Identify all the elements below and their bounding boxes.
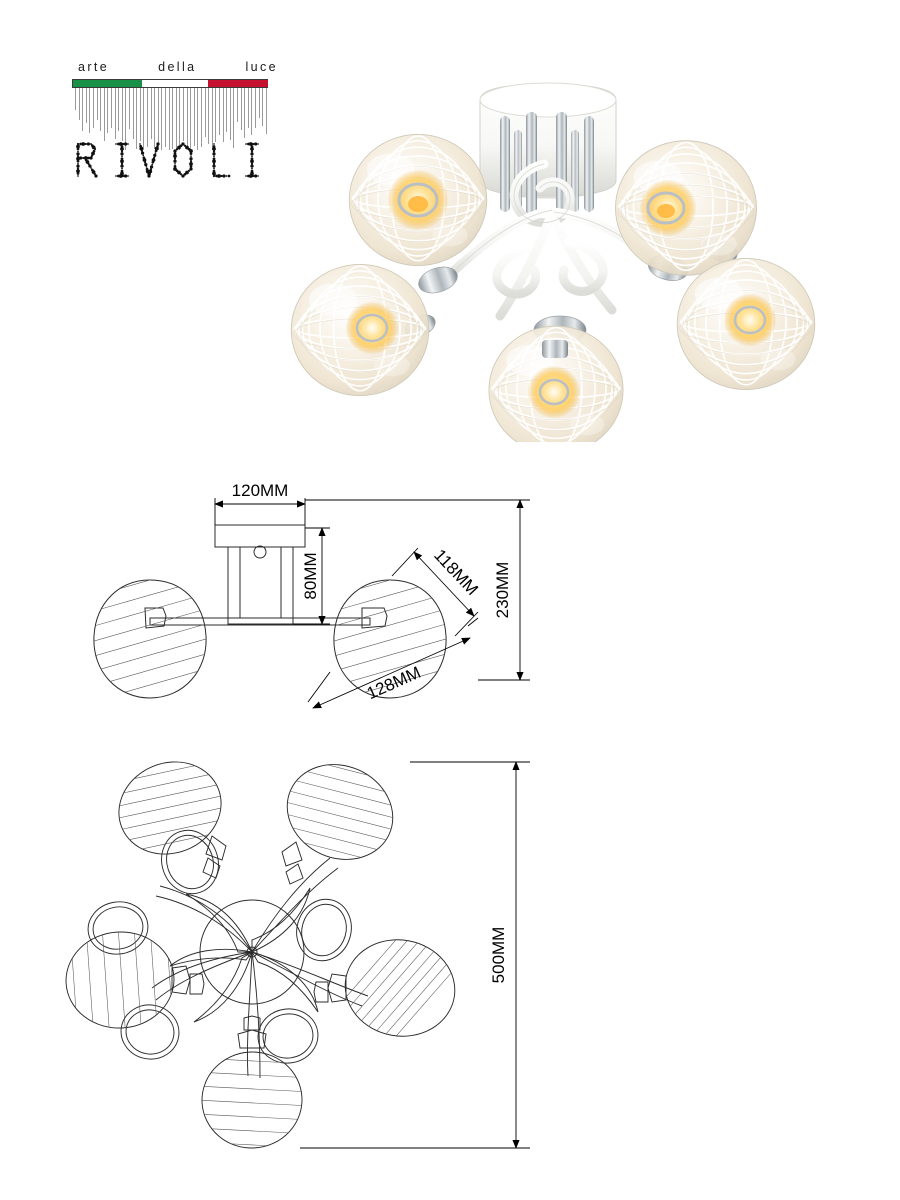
logo-strand [85, 88, 87, 123]
logo-strand [103, 88, 105, 141]
logo-strand [215, 88, 217, 142]
dimension-canopy-width [214, 498, 306, 525]
logo-strand [179, 88, 181, 150]
logo-strand [139, 88, 141, 142]
logo-strand [208, 88, 210, 145]
logo-strand [147, 88, 148, 147]
brand-logo: arte della luce [72, 58, 278, 180]
logo-strand [251, 88, 253, 136]
flag-stripe-white [142, 80, 208, 87]
logo-strand [111, 88, 112, 129]
glass-shade-left [291, 264, 429, 395]
logo-strand [211, 88, 213, 150]
flag-stripe-red [207, 80, 277, 87]
logo-strand [161, 88, 163, 150]
side-elevation-drawing: 120MM 80MM 118MM 128MM [0, 440, 900, 740]
plan-shade-upper-left [104, 746, 236, 879]
logo-strand [157, 88, 159, 150]
logo-strand [165, 88, 166, 147]
logo-strand [226, 88, 228, 133]
logo-strand [229, 88, 231, 140]
side-shade-left [93, 579, 207, 699]
logo-strand [78, 88, 80, 121]
dimension-shade-width [307, 617, 479, 709]
dim-label-230mm: 230MM [493, 562, 512, 619]
dimension-canopy-height [293, 527, 330, 625]
logo-strand [204, 88, 206, 137]
tagline-word-3: luce [245, 60, 278, 74]
dim-label-80mm: 80MM [301, 552, 320, 599]
dimension-overall-diameter [300, 761, 530, 1149]
logo-strand [125, 88, 127, 150]
plan-view-drawing: 500MM [0, 740, 900, 1180]
logo-strand [247, 88, 249, 128]
glass-shade-right [677, 258, 815, 389]
logo-strand [132, 88, 134, 139]
logo-strand [244, 88, 246, 138]
logo-strand [75, 88, 76, 110]
logo-strand [118, 88, 120, 131]
logo-strand [222, 88, 224, 143]
dimension-shade-height [391, 547, 479, 637]
bulb-glow [346, 302, 398, 354]
logo-strand [143, 88, 145, 150]
logo-strand [172, 88, 174, 150]
glass-shade-top-right [615, 141, 756, 275]
arm-bar [149, 617, 371, 626]
logo-strand [136, 88, 138, 149]
logo-strand [255, 88, 256, 129]
logo-strand [219, 88, 220, 135]
swirl-arms [151, 857, 369, 1079]
logo-strand [82, 88, 84, 131]
logo-strand [129, 88, 130, 129]
logo-strand [89, 88, 91, 133]
logo-strand [262, 88, 264, 126]
bulb-glow [724, 294, 776, 346]
logo-strand [190, 88, 192, 150]
logo-strand [100, 88, 102, 131]
logo-strand [197, 88, 199, 150]
logo-strand [107, 88, 109, 134]
logo-strand [233, 88, 235, 148]
dimension-total-height [305, 499, 530, 681]
logo-strand [96, 88, 98, 121]
bulb-glow [528, 366, 580, 418]
logo-strand [240, 88, 242, 131]
dim-label-500mm: 500MM [489, 927, 508, 984]
logo-strands [72, 88, 278, 150]
brand-wordmark [74, 140, 278, 180]
logo-strand [258, 88, 260, 118]
dim-label-120mm: 120MM [232, 481, 289, 500]
logo-strand [265, 88, 267, 134]
logo-strand [237, 88, 238, 123]
logo-strand [93, 88, 94, 129]
canopy-outline [214, 524, 306, 625]
flag-stripe-green [73, 80, 143, 87]
plan-shade-right [313, 931, 463, 1045]
side-shade-right [333, 579, 447, 699]
dim-label-118mm: 118MM [430, 545, 482, 599]
logo-strand [114, 88, 116, 139]
logo-strand [154, 88, 156, 150]
plan-shade-bottom [198, 1015, 306, 1149]
logo-strand [186, 88, 188, 149]
tagline-word-2: della [158, 60, 197, 74]
glass-shade-top-left [349, 134, 487, 265]
product-photo [268, 72, 828, 442]
logo-strand [175, 88, 177, 150]
logo-strand [150, 88, 152, 139]
logo-strand [121, 88, 123, 142]
logo-strand [193, 88, 195, 147]
glass-shade-bottom [489, 326, 623, 442]
italian-flag-bar [72, 79, 278, 88]
tagline-word-1: arte [78, 60, 110, 74]
logo-strand [201, 88, 202, 147]
logo-strand [168, 88, 170, 150]
brand-tagline: arte della luce [78, 58, 278, 76]
plan-shade-upper-right [271, 748, 409, 885]
logo-strand [183, 88, 184, 141]
